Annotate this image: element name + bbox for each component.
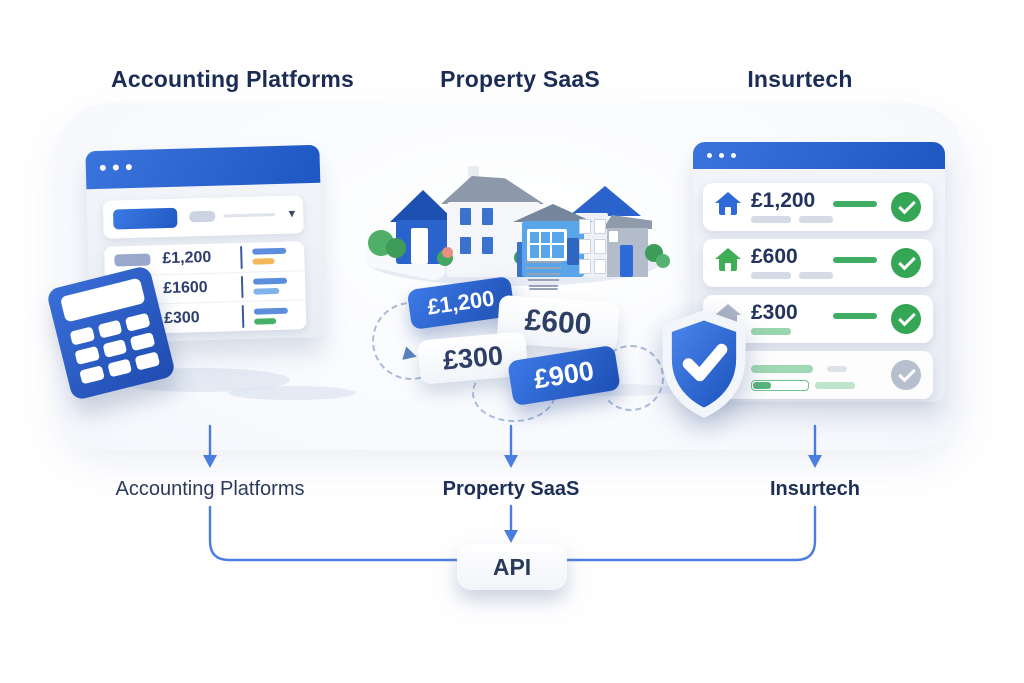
- house-white-chimney: [468, 166, 479, 180]
- title-property-saas: Property SaaS: [440, 66, 600, 92]
- dashed-arc: [598, 345, 664, 411]
- placeholder-pill: [799, 272, 833, 279]
- policy-row: £300: [703, 295, 933, 343]
- policy-amount: £300: [751, 301, 798, 324]
- check-circle-icon: [891, 192, 921, 222]
- gray-pill: [827, 366, 847, 372]
- house-window: [594, 239, 606, 254]
- policy-amount: £1,200: [751, 189, 816, 212]
- shadow-blob: [228, 386, 356, 400]
- bush: [386, 238, 406, 258]
- house-gray-door: [620, 245, 633, 277]
- column-divider: [240, 275, 244, 299]
- window-dots-icon: [707, 153, 736, 158]
- dropdown-caret-icon: ▾: [288, 205, 296, 221]
- row-bars: [252, 277, 288, 295]
- column-divider: [241, 305, 245, 329]
- calculator-keys: [69, 312, 161, 385]
- house-window: [594, 219, 606, 234]
- bar-orange: [252, 258, 275, 266]
- house-lightblue-window: [527, 229, 567, 261]
- house-window: [460, 208, 471, 225]
- progress-pill: [751, 380, 809, 391]
- placeholder-pill: [751, 272, 791, 279]
- check-circle-icon: [891, 248, 921, 278]
- house-window: [460, 237, 471, 254]
- house-window: [482, 237, 493, 254]
- policy-amount: £600: [751, 245, 798, 268]
- accounting-toolbar: ▾: [102, 195, 304, 239]
- ball-shape: [442, 247, 453, 258]
- row-bars: [253, 307, 288, 325]
- house-window: [579, 239, 591, 254]
- green-pill: [751, 365, 813, 373]
- green-dash: [833, 201, 877, 207]
- toolbar-button: [113, 207, 178, 230]
- bar-blue: [252, 248, 287, 256]
- green-pill: [815, 382, 855, 389]
- insurtech-app-window: £1,200 £600 £300: [693, 142, 945, 402]
- window-titlebar: [693, 142, 945, 169]
- api-node: API: [457, 544, 567, 590]
- window-titlebar: [85, 144, 321, 190]
- green-dash: [833, 257, 877, 263]
- toolbar-placeholder-pill: [189, 210, 216, 223]
- house-blue-door: [411, 228, 428, 264]
- bar-green: [254, 317, 277, 325]
- policy-row: £600: [703, 239, 933, 287]
- amount-cell: £1600: [162, 278, 208, 298]
- amount-cell: £1,200: [162, 249, 212, 268]
- house-lightblue-roof: [513, 204, 593, 222]
- house-window: [579, 259, 591, 274]
- bush: [656, 254, 670, 268]
- bar-blue: [252, 277, 288, 285]
- bar-light-blue: [253, 287, 280, 295]
- house-window: [609, 231, 618, 242]
- flow-label-insurtech: Insurtech: [769, 478, 861, 500]
- title-accounting-platforms: Accounting Platforms: [111, 66, 354, 92]
- check-circle-icon: [891, 304, 921, 334]
- row-bars: [252, 248, 287, 266]
- shield-check-icon: [652, 308, 756, 425]
- check-circle-gray-icon: [891, 360, 921, 390]
- house-lightblue-door: [567, 238, 579, 265]
- policy-row: £1,200: [703, 183, 933, 231]
- row-label-pill: [114, 253, 151, 267]
- title-insurtech: Insurtech: [747, 66, 853, 92]
- green-dash: [833, 313, 877, 319]
- window-dots-icon: [99, 164, 132, 171]
- flow-label-accounting: Accounting Platforms: [115, 478, 305, 500]
- column-divider: [240, 245, 243, 269]
- house-window: [594, 259, 606, 274]
- placeholder-pill: [799, 216, 833, 223]
- bar-blue: [253, 307, 288, 315]
- flow-label-property-saas: Property SaaS: [442, 478, 580, 500]
- house-window: [482, 208, 493, 225]
- placeholder-pill: [751, 216, 791, 223]
- toolbar-placeholder-line: [223, 213, 276, 218]
- basket-icon: [524, 261, 563, 290]
- house-blue-roof: [390, 190, 456, 222]
- house-icon: [715, 192, 741, 215]
- placeholder-pill-green: [751, 328, 791, 335]
- house-window: [579, 219, 591, 234]
- house-icon: [715, 248, 741, 271]
- amount-cell: £300: [163, 308, 200, 327]
